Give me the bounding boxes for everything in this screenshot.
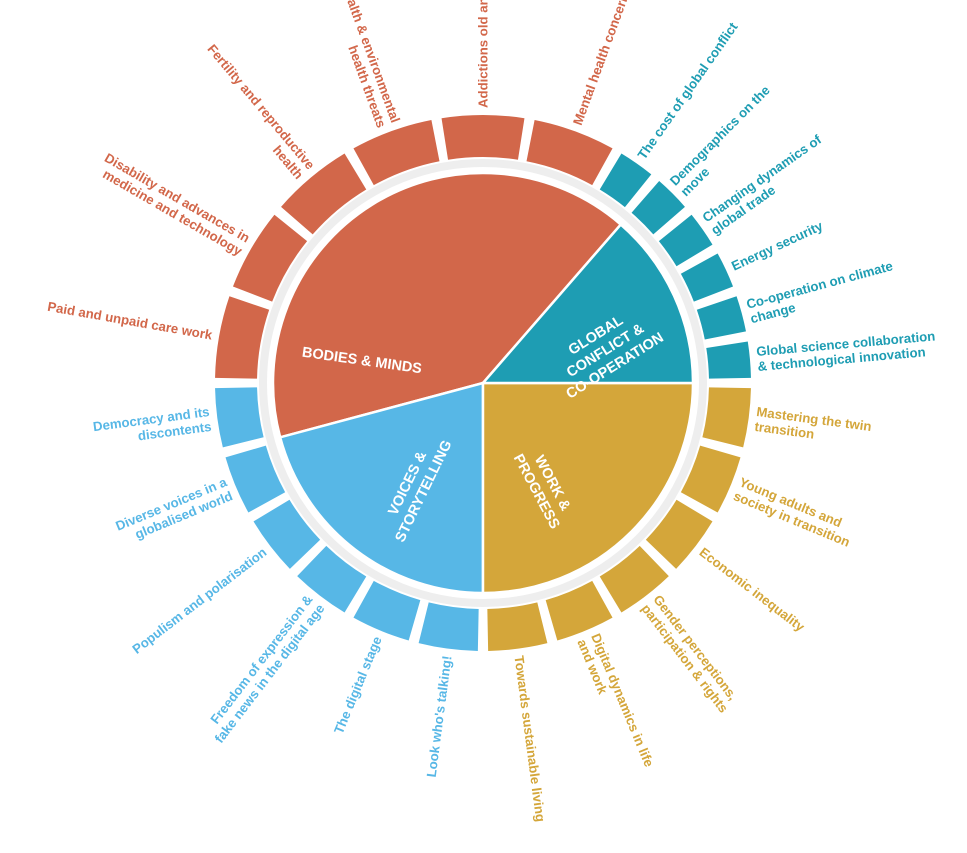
topic-block[interactable]: [680, 445, 741, 513]
topic-label: Look who's talking!: [424, 655, 455, 778]
category-wedges: [271, 171, 695, 595]
topic-block[interactable]: [631, 181, 685, 235]
topic-label: The digital stage: [331, 634, 385, 736]
topic-label-line: Fertility and reproductive: [204, 41, 317, 172]
topic-label: Global science collaboration& technologi…: [756, 328, 936, 374]
topic-label-line: Paid and unpaid care work: [46, 299, 214, 343]
topic-label: Economic inequality: [697, 544, 808, 634]
topic-block[interactable]: [680, 253, 734, 302]
topic-block[interactable]: [702, 387, 751, 448]
topic-block[interactable]: [526, 120, 613, 186]
topic-label-line: Towards sustainable living: [511, 655, 548, 823]
topic-label-line: Co-operation on climate: [745, 258, 895, 312]
topic-label: Mental health concerns: [570, 0, 634, 127]
topic-label: Paid and unpaid care work: [46, 299, 214, 343]
topic-block[interactable]: [253, 499, 321, 569]
topic-block[interactable]: [353, 580, 421, 641]
topic-blocks: [215, 115, 751, 651]
topic-label-line: Mental health concerns: [570, 0, 634, 127]
topic-block[interactable]: [281, 153, 367, 235]
topic-label: Populism and polarisation: [129, 544, 269, 656]
topic-label-line: Gender perceptions,: [650, 592, 740, 703]
topic-label-line: Energy security: [729, 218, 826, 274]
topic-block[interactable]: [353, 120, 440, 186]
topic-label: Energy security: [729, 218, 826, 274]
topic-label-line: Addictions old and new: [476, 0, 491, 108]
topic-block[interactable]: [215, 296, 270, 379]
topic-block[interactable]: [232, 214, 308, 302]
topic-label-line: The digital stage: [331, 634, 385, 736]
outer-ring: [259, 159, 707, 607]
topic-block[interactable]: [599, 153, 652, 208]
topic-block[interactable]: [487, 602, 548, 651]
topic-label: Gender perceptions,participation & right…: [639, 592, 741, 715]
topic-block[interactable]: [225, 445, 286, 513]
topic-label-line: fake news in the digital age: [212, 601, 328, 746]
topic-label-line: Digital dynamics in life: [588, 631, 657, 769]
global-conflict-wedge: [480, 222, 695, 385]
topic-block[interactable]: [706, 341, 751, 379]
topic-label-line: Disability and advances in: [102, 150, 252, 245]
topic-label: Towards sustainable living: [511, 655, 548, 823]
topic-block[interactable]: [441, 115, 525, 160]
topic-label-line: Freedom of expression &: [207, 592, 316, 727]
topic-block[interactable]: [658, 214, 713, 267]
topic-label-line: medicine and technology: [100, 166, 245, 258]
work-progress-wedge: [481, 381, 695, 595]
topic-block[interactable]: [696, 296, 746, 340]
voices-storytelling-wedge: [278, 381, 485, 595]
topic-block[interactable]: [215, 387, 264, 448]
topic-block[interactable]: [645, 499, 713, 569]
topic-block[interactable]: [418, 602, 479, 651]
topic-label: Addictions old and new: [476, 0, 491, 108]
topic-label: Freedom of expression &fake news in the …: [207, 592, 328, 746]
topic-label-line: Populism and polarisation: [129, 544, 269, 656]
topic-label-line: participation & rights: [639, 601, 732, 715]
topic-block[interactable]: [545, 580, 613, 641]
background-ring: [259, 159, 707, 607]
topic-label-line: Economic inequality: [697, 544, 808, 634]
bodies-minds-wedge: [271, 171, 623, 439]
topic-block[interactable]: [599, 545, 669, 613]
topic-block[interactable]: [297, 545, 367, 613]
topic-label-line: Look who's talking!: [424, 655, 455, 778]
